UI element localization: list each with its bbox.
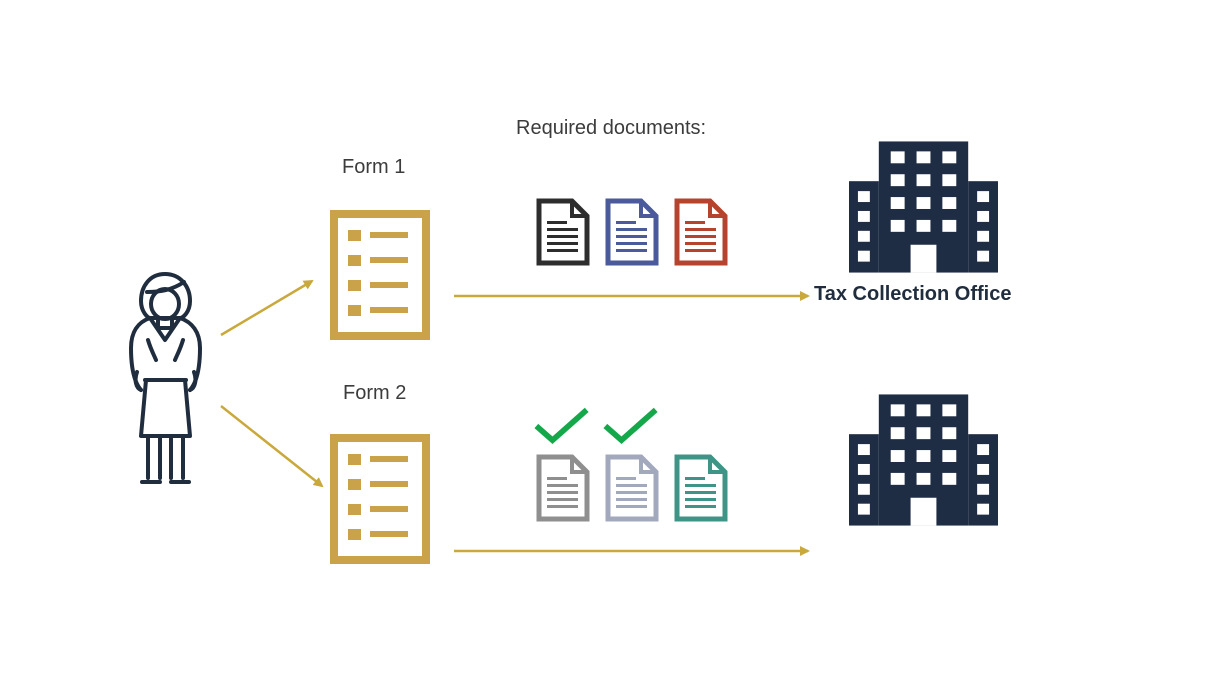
document-icon-bottom-3 bbox=[677, 457, 725, 519]
form2-icon bbox=[334, 438, 426, 560]
woman-icon bbox=[129, 272, 202, 484]
office-building-icon-top bbox=[849, 141, 998, 273]
required-documents-label: Required documents: bbox=[516, 117, 707, 139]
checkmark-icon-1 bbox=[536, 410, 586, 440]
document-icon-top-2 bbox=[608, 201, 656, 263]
office-label: Tax Collection Office bbox=[814, 283, 1012, 305]
form1-label: Form 1 bbox=[342, 156, 406, 178]
form2-label: Form 2 bbox=[343, 382, 407, 404]
document-icon-bottom-1 bbox=[539, 457, 587, 519]
arrow-person-to-form1 bbox=[220, 279, 314, 337]
arrow-person-to-form2 bbox=[220, 405, 324, 488]
document-icon-bottom-2 bbox=[608, 457, 656, 519]
document-icon-top-3 bbox=[677, 201, 725, 263]
form1-icon bbox=[334, 214, 426, 336]
checkmark-icon-2 bbox=[605, 410, 655, 440]
office-building-icon-bottom bbox=[849, 394, 998, 526]
document-icon-top-1 bbox=[539, 201, 587, 263]
